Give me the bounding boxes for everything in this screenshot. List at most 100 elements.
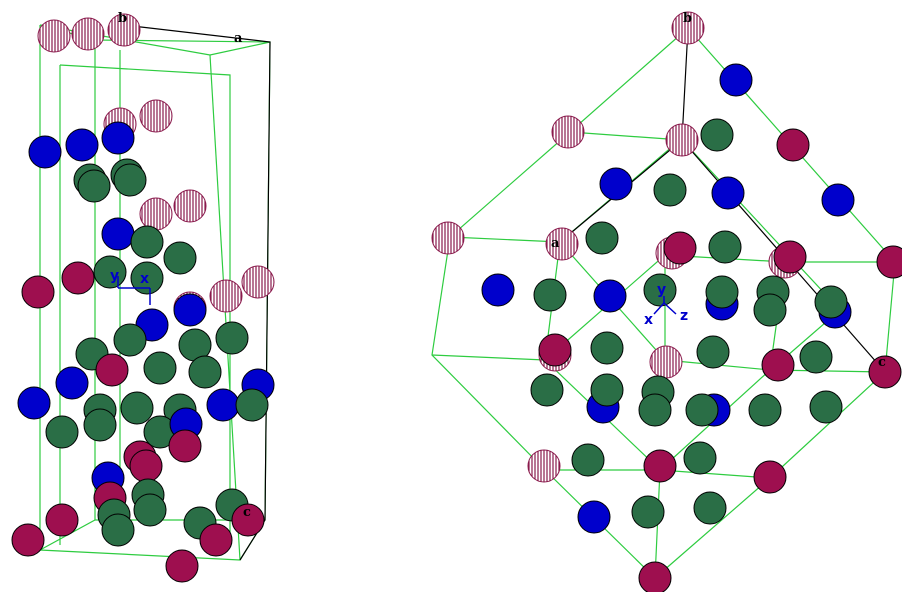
- right-maroon-atom: [753, 460, 787, 494]
- left-hatched-atom: [173, 189, 207, 223]
- right-green-atom: [809, 390, 843, 424]
- right-cell-label-b: b: [683, 11, 692, 26]
- right-green-atom: [748, 393, 782, 427]
- left-triad-x-label: x: [140, 271, 149, 287]
- left-green-atom: [113, 323, 147, 357]
- right-green-atom: [631, 495, 665, 529]
- right-green-atom: [693, 491, 727, 525]
- right-green-atom: [585, 221, 619, 255]
- right-axis-triad: y x z: [644, 282, 688, 328]
- left-blue-atom: [101, 217, 135, 251]
- right-maroon-atom: [776, 128, 810, 162]
- right-hatched-atom: [551, 115, 585, 149]
- left-blue-atom: [17, 386, 51, 420]
- left-maroon-atom: [21, 275, 55, 309]
- right-green-atom: [705, 275, 739, 309]
- right-hatched-atom: [671, 11, 705, 45]
- right-green-atom: [590, 373, 624, 407]
- left-green-atom: [120, 391, 154, 425]
- left-green-atom: [163, 241, 197, 275]
- left-maroon-atom: [11, 523, 45, 557]
- right-hatched-atom: [649, 345, 683, 379]
- left-hatched-atom: [107, 13, 141, 47]
- right-hatched-atom: [545, 227, 579, 261]
- left-green-atom: [83, 408, 117, 442]
- left-maroon-atom: [231, 503, 265, 537]
- right-green-atom: [533, 278, 567, 312]
- right-blue-atom: [481, 273, 515, 307]
- right-maroon-atom: [868, 355, 902, 389]
- right-maroon-atom: [643, 449, 677, 483]
- right-green-atom: [685, 393, 719, 427]
- right-maroon-atom: [638, 561, 672, 592]
- left-maroon-atom: [129, 449, 163, 483]
- left-triad-y-label: y: [110, 268, 119, 284]
- left-maroon-atom: [45, 503, 79, 537]
- right-maroon-atom: [761, 348, 795, 382]
- right-maroon-atom: [773, 240, 807, 274]
- left-blue-atom: [173, 293, 207, 327]
- right-view: y x z b a c: [431, 11, 902, 592]
- left-maroon-atom: [95, 353, 129, 387]
- right-blue-atom: [821, 183, 855, 217]
- right-green-atom: [700, 118, 734, 152]
- left-hatched-atom: [139, 197, 173, 231]
- left-green-atom: [113, 163, 147, 197]
- right-triad-z-label: z: [680, 308, 688, 324]
- left-atoms: [11, 13, 275, 583]
- left-hatched-atom: [37, 19, 71, 53]
- right-green-atom: [683, 441, 717, 475]
- left-maroon-atom: [165, 549, 199, 583]
- right-atoms: [431, 11, 902, 592]
- right-blue-atom: [711, 176, 745, 210]
- right-green-atom: [753, 293, 787, 327]
- right-hatched-atom: [431, 221, 465, 255]
- right-green-atom: [799, 340, 833, 374]
- right-green-atom: [571, 443, 605, 477]
- right-hatched-atom: [527, 449, 561, 483]
- left-blue-atom: [65, 128, 99, 162]
- left-green-atom: [130, 261, 164, 295]
- left-maroon-atom: [168, 429, 202, 463]
- left-cell-label-a: a: [234, 31, 243, 46]
- left-green-atom: [235, 388, 269, 422]
- left-green-atom: [143, 351, 177, 385]
- right-blue-atom: [593, 279, 627, 313]
- left-axis-triad: y x: [110, 268, 151, 305]
- right-green-atom: [814, 285, 848, 319]
- right-triad-x-label: x: [644, 312, 653, 328]
- left-hatched-atom: [71, 17, 105, 51]
- right-maroon-atom: [538, 333, 572, 367]
- right-maroon-atom: [663, 231, 697, 265]
- right-hatched-atom: [665, 123, 699, 157]
- left-blue-atom: [55, 366, 89, 400]
- left-hatched-atom: [209, 279, 243, 313]
- left-cell-label-b: b: [118, 11, 127, 26]
- left-view: y x b a c: [11, 11, 275, 583]
- right-green-atom: [696, 335, 730, 369]
- right-blue-atom: [719, 63, 753, 97]
- right-green-atom: [708, 230, 742, 264]
- left-green-atom: [45, 415, 79, 449]
- left-blue-atom: [28, 135, 62, 169]
- right-green-atom: [653, 173, 687, 207]
- left-green-atom: [215, 321, 249, 355]
- right-blue-atom: [599, 167, 633, 201]
- left-green-atom: [188, 355, 222, 389]
- right-green-atom: [530, 373, 564, 407]
- left-blue-atom: [101, 121, 135, 155]
- right-green-atom: [643, 273, 677, 307]
- right-green-atom: [638, 393, 672, 427]
- right-cell-label-a: a: [551, 236, 560, 251]
- right-green-atom: [590, 331, 624, 365]
- right-triad-y-label: y: [657, 282, 666, 298]
- right-blue-atom: [577, 500, 611, 534]
- left-green-atom: [101, 513, 135, 547]
- left-green-atom: [133, 493, 167, 527]
- right-maroon-atom: [876, 245, 902, 279]
- left-cell-label-c: c: [243, 505, 251, 520]
- left-green-atom: [130, 225, 164, 259]
- left-blue-atom: [206, 388, 240, 422]
